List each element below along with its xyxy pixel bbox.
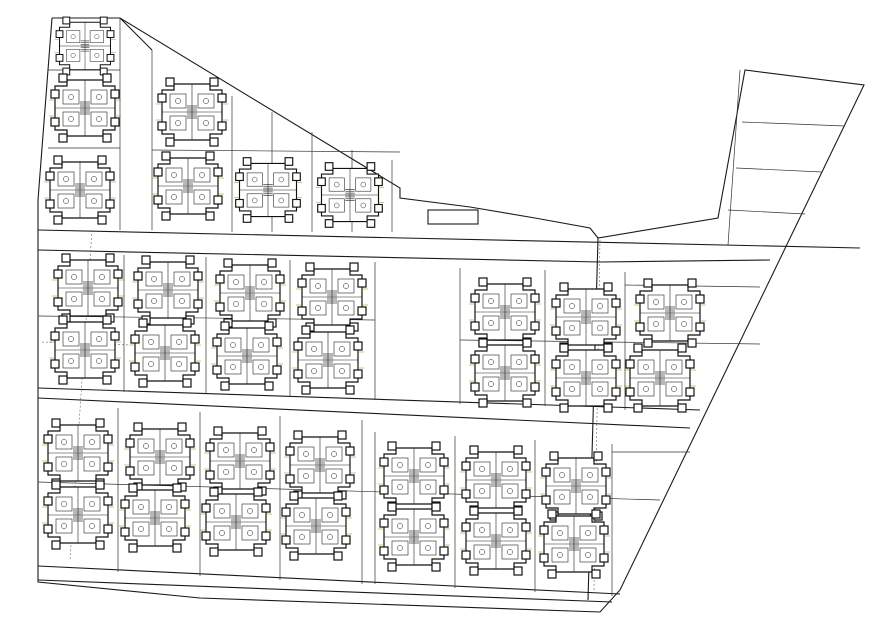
building-block xyxy=(54,16,116,76)
building-block xyxy=(550,343,622,413)
building-block xyxy=(550,282,622,352)
east-strip-plots xyxy=(727,69,846,246)
building-block xyxy=(540,451,612,521)
building-block xyxy=(52,253,124,323)
building-block xyxy=(119,483,191,553)
building-block xyxy=(378,502,450,572)
building-block xyxy=(280,491,352,561)
building-block xyxy=(204,426,276,496)
building-block xyxy=(129,318,201,388)
building-block xyxy=(156,77,228,147)
building-block xyxy=(42,480,114,550)
building-block xyxy=(292,325,364,395)
building-block xyxy=(152,151,224,221)
building-block xyxy=(469,277,541,347)
utility-block xyxy=(427,209,479,225)
building-block xyxy=(42,418,114,488)
building-block xyxy=(634,278,706,348)
building-block xyxy=(538,509,610,579)
building-block xyxy=(233,157,303,223)
building-block xyxy=(132,255,204,325)
building-block xyxy=(49,73,121,143)
building-block xyxy=(460,506,532,576)
building-block xyxy=(214,258,286,328)
building-block xyxy=(378,441,450,511)
site-boundary xyxy=(37,17,865,613)
building-block xyxy=(124,422,196,492)
building-block xyxy=(315,162,385,228)
building-block xyxy=(624,343,696,413)
building-block xyxy=(469,338,541,408)
building-block xyxy=(49,315,121,385)
building-block xyxy=(200,487,272,557)
building-block xyxy=(211,321,283,391)
building-block xyxy=(296,262,368,332)
building-block xyxy=(44,155,116,225)
residential-buildings xyxy=(42,16,706,579)
building-block xyxy=(284,430,356,500)
building-block xyxy=(460,445,532,515)
